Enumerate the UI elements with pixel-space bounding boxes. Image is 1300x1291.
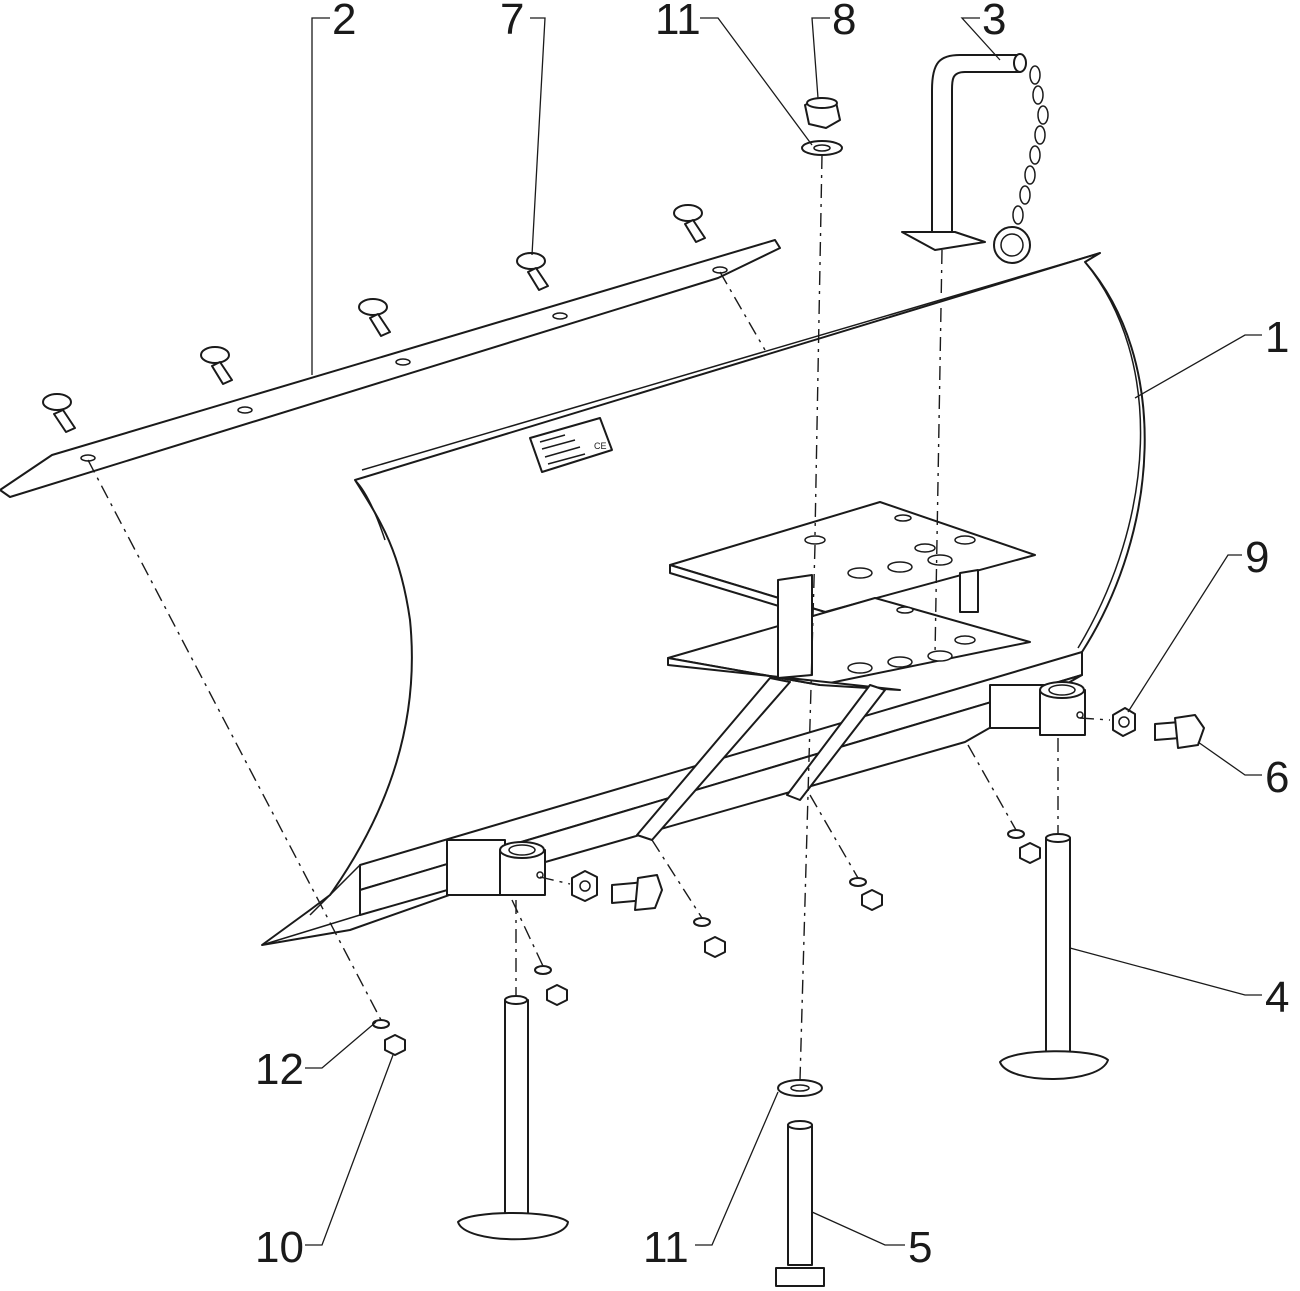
carriage-bolt-4: [516, 252, 549, 291]
mount-bracket: [636, 501, 1036, 841]
callout-4: 4: [1265, 973, 1289, 1022]
support-foot-left: [457, 995, 569, 1241]
callout-9: 9: [1245, 533, 1269, 582]
callout-3: 3: [982, 0, 1006, 44]
carriage-bolt-1: [42, 393, 76, 433]
nut-set-5: [1007, 829, 1041, 864]
chain: [1012, 65, 1049, 225]
pivot-sleeve-right: [989, 681, 1086, 736]
callout-12: 12: [255, 1045, 304, 1094]
nut-set-1: [372, 1019, 406, 1056]
callout-11-bottom: 11: [643, 1223, 689, 1272]
callout-8: 8: [832, 0, 856, 44]
washer-top: [801, 140, 843, 156]
wear-strip: [0, 239, 781, 498]
type-plate: CE: [529, 417, 613, 473]
nut-set-3: [693, 917, 726, 958]
carriage-bolt-2: [200, 346, 233, 385]
callout-10: 10: [255, 1223, 304, 1272]
washers-and-nuts: [372, 829, 1041, 1056]
nut-right: [1112, 707, 1136, 737]
carriage-bolt-5: [673, 204, 706, 243]
callouts: 2 7 11 8 3 1 9 6 4 12 10 11 5: [255, 0, 1289, 1272]
callout-5: 5: [908, 1223, 932, 1272]
callout-11-top: 11: [655, 0, 701, 44]
nut-set-2: [534, 965, 568, 1006]
callout-2: 2: [332, 0, 356, 44]
assembly-lines: [87, 154, 1111, 1081]
callout-6: 6: [1265, 753, 1289, 802]
bolt-left: [611, 874, 663, 911]
nut-top: [804, 97, 841, 129]
nut-set-4: [849, 877, 883, 911]
washer-bottom: [777, 1079, 823, 1097]
nut-left: [571, 870, 598, 902]
svg-text:CE: CE: [594, 441, 607, 451]
bottom-pin: [775, 1120, 825, 1287]
pivot-sleeve-left: [446, 839, 546, 896]
carriage-bolt-3: [358, 298, 391, 337]
support-foot-right: [999, 833, 1109, 1080]
locking-pin: [901, 53, 1049, 264]
callout-1: 1: [1265, 313, 1289, 362]
leader-lines: [305, 17, 1262, 1246]
callout-7: 7: [500, 0, 524, 44]
carriage-bolts: [42, 204, 706, 433]
bolt-right: [1154, 714, 1205, 749]
